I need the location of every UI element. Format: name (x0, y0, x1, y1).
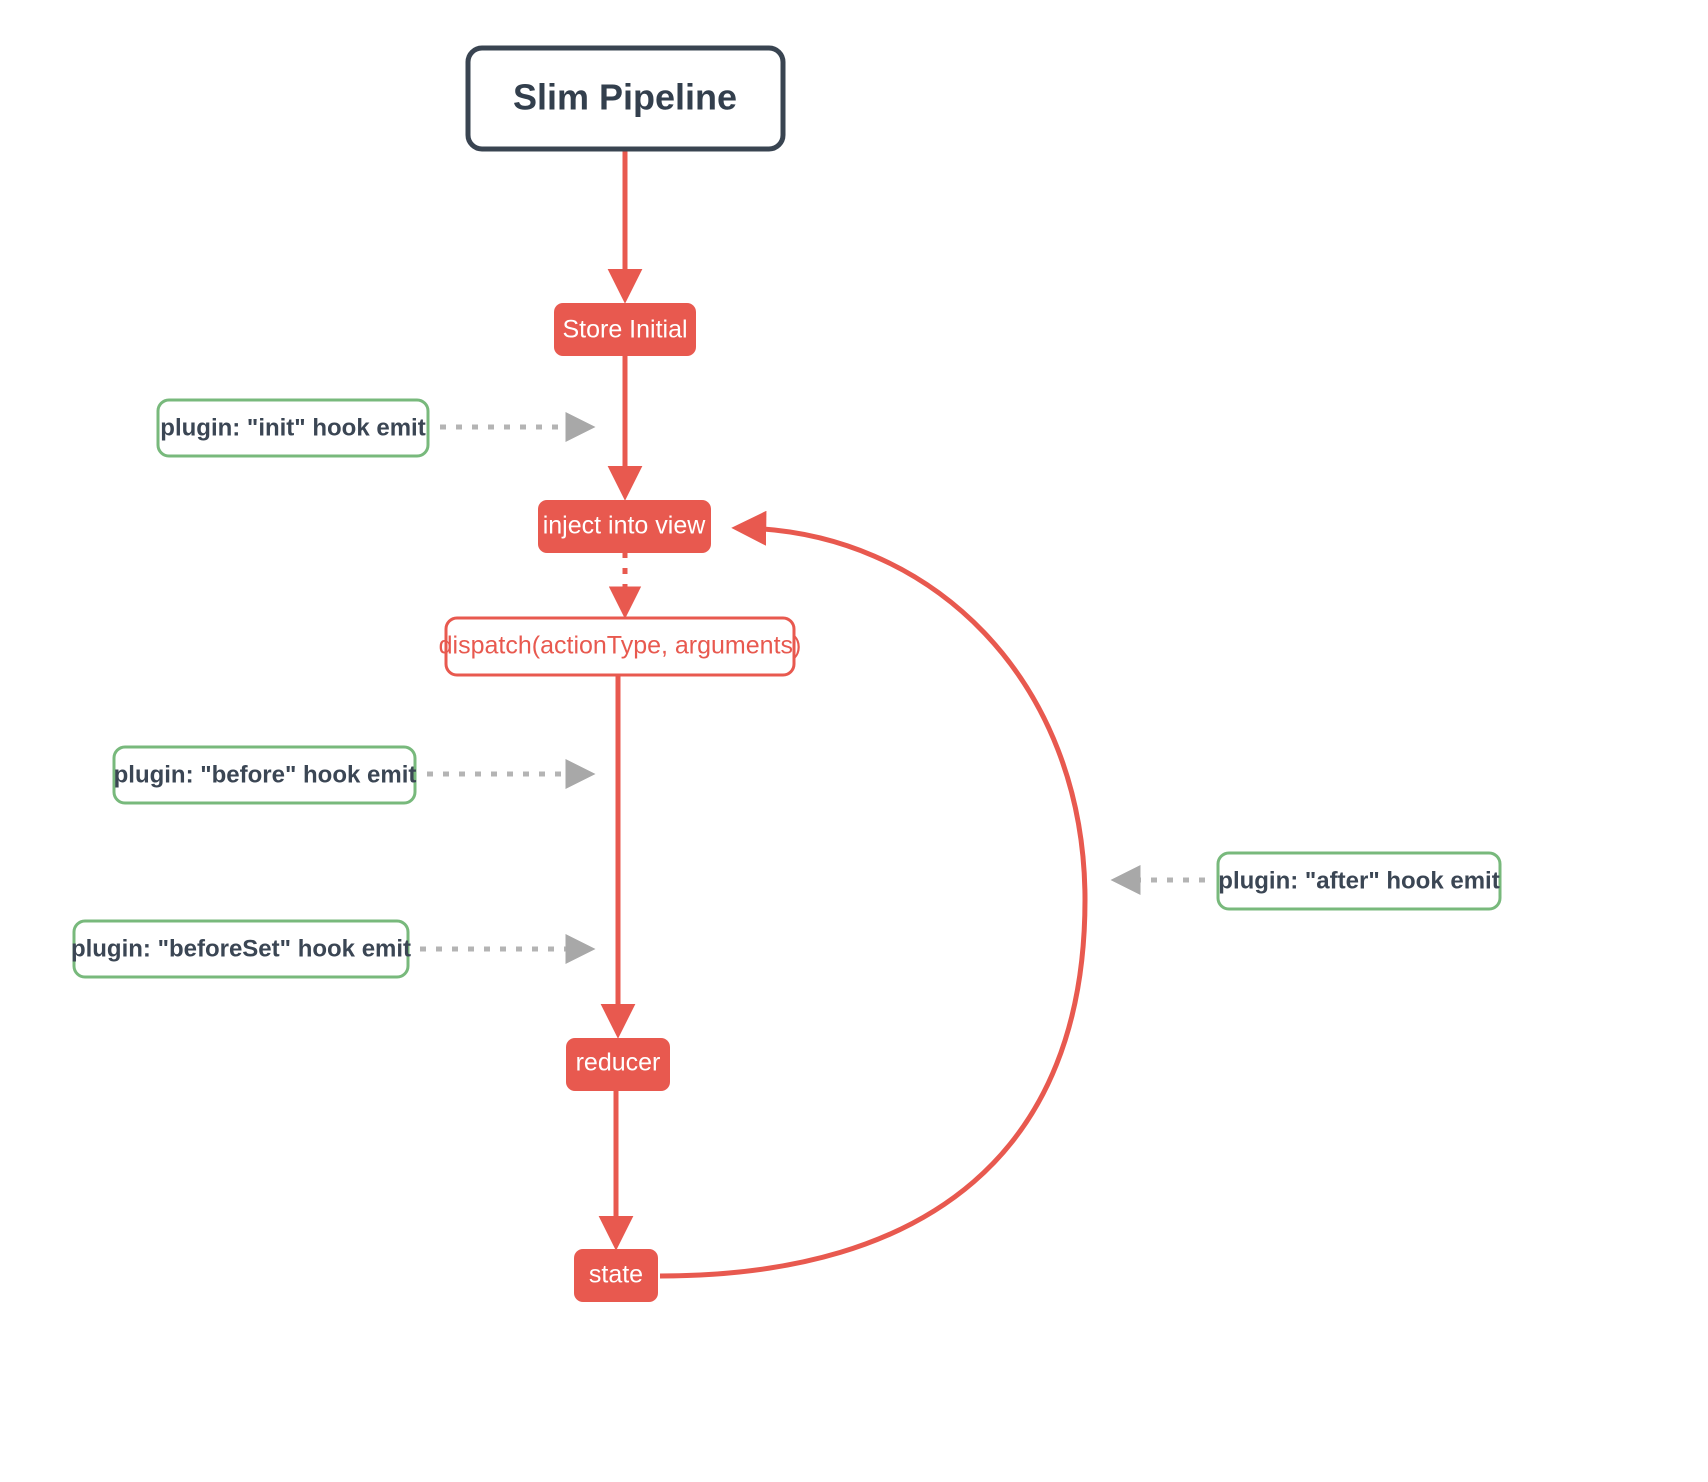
node-reducer[interactable]: reducer (566, 1038, 670, 1091)
node-plugin-before[interactable]: plugin: "before" hook emit (112, 745, 417, 805)
slim-pipeline-box (465, 45, 786, 152)
dispatch-box (444, 616, 796, 677)
plugin-before-set-label: plugin: "beforeSet" hook emit (71, 935, 411, 962)
store-initial-label: Store Initial (562, 316, 687, 344)
plugin-after-box (1216, 851, 1502, 911)
node-plugin-before-set[interactable]: plugin: "beforeSet" hook emit (71, 919, 411, 979)
node-plugin-after[interactable]: plugin: "after" hook emit (1216, 851, 1502, 911)
reducer-label: reducer (576, 1049, 661, 1077)
inject-into-view-label: inject into view (543, 512, 707, 540)
state-box (574, 1249, 658, 1302)
node-dispatch[interactable]: dispatch(actionType, arguments) (439, 616, 802, 677)
node-state[interactable]: state (574, 1249, 658, 1302)
edge-state-to-inject-loop (659, 510, 1088, 1279)
plugin-init-label: plugin: "init" hook emit (160, 414, 425, 441)
node-inject-into-view[interactable]: inject into view (538, 500, 711, 553)
plugin-before-label: plugin: "before" hook emit (114, 761, 417, 788)
node-slim-pipeline[interactable]: Slim Pipeline (465, 45, 786, 152)
plugin-init-box (156, 398, 430, 458)
plugin-before-set-box (72, 919, 410, 979)
plugin-after-label: plugin: "after" hook emit (1218, 867, 1499, 894)
reducer-box (566, 1038, 670, 1091)
dispatch-label: dispatch(actionType, arguments) (439, 632, 802, 660)
state-label: state (589, 1261, 643, 1289)
slim-pipeline-label: Slim Pipeline (513, 77, 737, 118)
inject-into-view-box (538, 500, 711, 553)
store-initial-box (554, 303, 696, 356)
node-store-initial[interactable]: Store Initial (554, 303, 696, 356)
plugin-before-box (112, 745, 417, 805)
node-plugin-init[interactable]: plugin: "init" hook emit (156, 398, 430, 458)
